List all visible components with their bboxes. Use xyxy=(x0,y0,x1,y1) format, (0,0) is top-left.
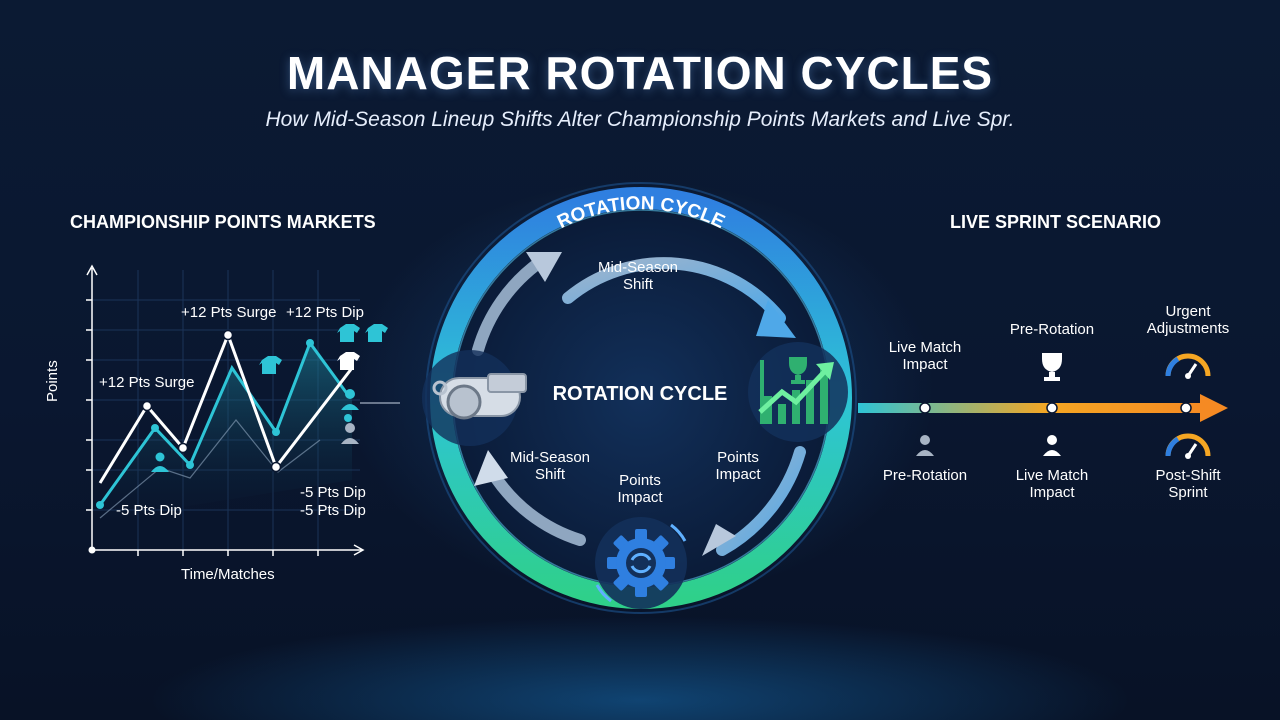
points-chart xyxy=(86,264,400,556)
timeline-label-pre-rotation: Pre-Rotation xyxy=(1009,321,1095,338)
timeline-label-live-match: Live Match Impact xyxy=(888,339,962,373)
cyan-point xyxy=(151,424,159,432)
white-point xyxy=(222,329,234,341)
timeline-node xyxy=(1046,402,1058,414)
jersey-icon xyxy=(365,324,388,342)
timeline-arrow-shaft xyxy=(858,403,1204,413)
timeline-node xyxy=(1180,402,1192,414)
timeline-label-post-shift: Post-Shift Sprint xyxy=(1155,467,1221,501)
person-icon xyxy=(151,452,169,472)
person-icon xyxy=(341,423,359,444)
jersey-icon xyxy=(337,324,360,342)
jersey-icon xyxy=(337,352,360,370)
ring-label-path: ROTATION CYCLE xyxy=(554,193,728,233)
cyan-point xyxy=(306,339,314,347)
person-icon xyxy=(1043,435,1061,456)
annotation-dip: -5 Pts Dip xyxy=(300,484,366,501)
annotation-dip: -5 Pts Dip xyxy=(300,502,366,519)
chart-series-faint xyxy=(99,419,321,519)
cycle-label-mid-season-shift: Mid-Season Shift xyxy=(597,259,679,293)
cyan-point xyxy=(96,501,104,509)
cycle-arrow-top-left xyxy=(472,252,562,356)
person-icon xyxy=(916,435,934,456)
chart-area-fill xyxy=(100,343,352,520)
annotation-surge: +12 Pts Surge xyxy=(99,374,195,391)
chart-axes xyxy=(86,264,365,556)
ring-label: ROTATION CYCLE xyxy=(554,193,728,233)
x-axis-label: Time/Matches xyxy=(181,566,275,583)
cycle-arrow-right xyxy=(702,446,806,556)
annotation-dip: +12 Pts Dip xyxy=(286,304,364,321)
page-title: MANAGER ROTATION CYCLES xyxy=(286,47,994,99)
cycle-center-label: ROTATION CYCLE xyxy=(552,383,728,405)
timeline-label-live-match-bottom: Live Match Impact xyxy=(1015,467,1089,501)
jersey-icon xyxy=(259,356,282,374)
chart-series-white-points xyxy=(141,329,282,473)
white-point xyxy=(141,400,153,412)
trophy-icon xyxy=(789,357,807,384)
cyan-point xyxy=(186,461,194,469)
right-panel-title: LIVE SPRINT SCENARIO xyxy=(950,212,1162,232)
speedometer-icon xyxy=(1165,433,1211,459)
cyan-point xyxy=(344,414,352,422)
cycle-label-mid-season-shift: Mid-Season Shift xyxy=(509,449,591,483)
cycle-label-points-impact: Points Impact xyxy=(617,472,663,506)
timeline-label-urgent: Urgent Adjustments xyxy=(1146,303,1230,337)
whistle-icon xyxy=(422,350,527,446)
growth-chart-icon xyxy=(748,342,848,442)
chart-series-cyan-points xyxy=(96,339,352,509)
timeline-node xyxy=(919,402,931,414)
cycle-label-points-impact: Points Impact xyxy=(715,449,761,483)
y-axis-label: Points xyxy=(44,360,61,402)
cycle-arrow-top xyxy=(562,257,796,338)
gear-icon xyxy=(595,517,687,609)
annotation-surge: +12 Pts Surge xyxy=(181,304,277,321)
timeline-arrow-head xyxy=(1200,394,1228,422)
sprint-timeline xyxy=(858,368,1228,448)
page-subtitle: How Mid-Season Lineup Shifts Alter Champ… xyxy=(265,108,1015,131)
speedometer-icon xyxy=(1165,353,1211,379)
cyan-point xyxy=(272,428,280,436)
chart-series-white xyxy=(98,330,354,484)
speed-streaks xyxy=(940,368,1170,448)
cycle-arrow-left xyxy=(474,450,586,546)
annotation-dip: -5 Pts Dip xyxy=(116,502,182,519)
timeline-label-pre-rotation-bottom: Pre-Rotation xyxy=(882,467,968,484)
person-icon xyxy=(341,389,359,410)
white-point xyxy=(177,442,189,454)
white-point xyxy=(270,461,282,473)
trophy-icon xyxy=(1042,353,1062,381)
chart-origin-dot xyxy=(88,546,96,554)
left-panel-title: CHAMPIONSHIP POINTS MARKETS xyxy=(70,212,376,232)
